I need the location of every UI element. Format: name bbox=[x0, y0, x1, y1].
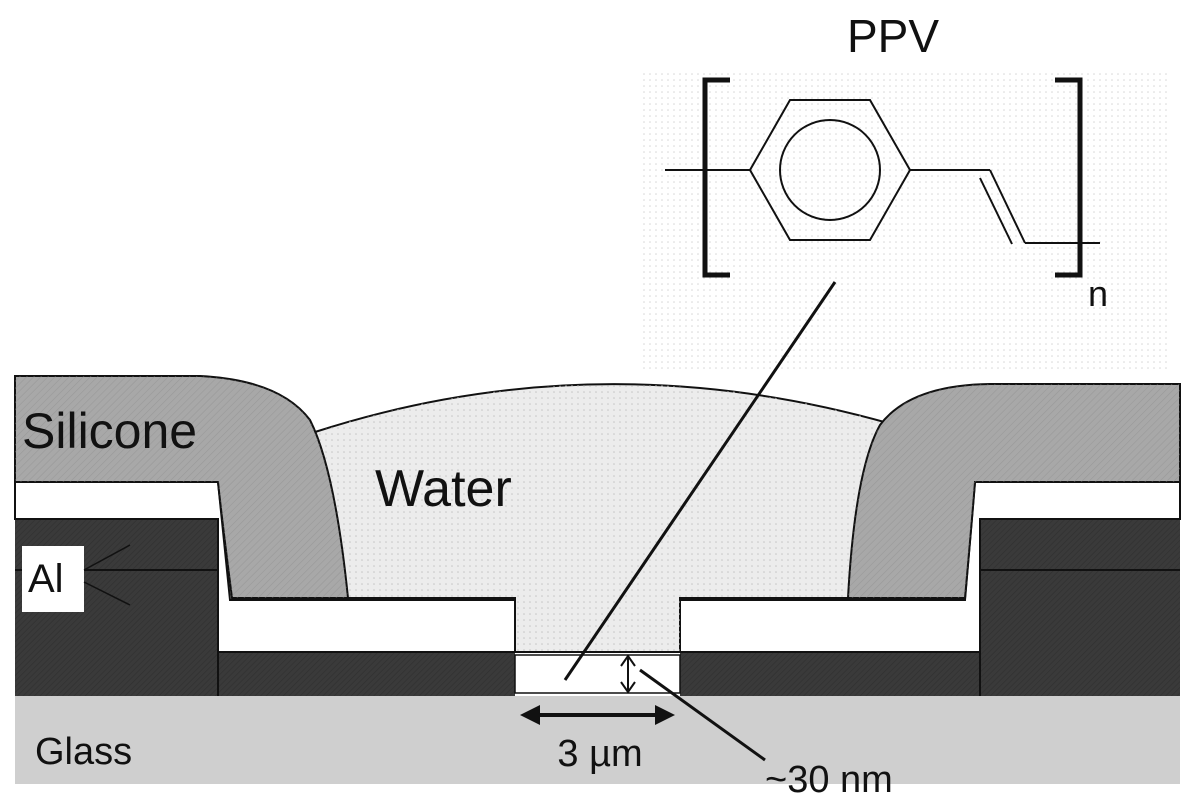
film-to-molecule-line bbox=[563, 281, 837, 681]
silicone-label: Silicone bbox=[22, 403, 197, 459]
thickness-arrow bbox=[620, 654, 636, 694]
right-bracket bbox=[1055, 77, 1083, 278]
silicone-layer bbox=[14, 375, 1181, 599]
al-label: Al bbox=[28, 557, 64, 601]
water-label: Water bbox=[375, 460, 512, 518]
repeat-subscript-n: n bbox=[1088, 273, 1108, 314]
channel-width-label: 3 µm bbox=[557, 733, 642, 775]
width-arrow bbox=[520, 705, 675, 725]
al-label-box bbox=[22, 546, 84, 612]
glass-layer bbox=[15, 696, 1180, 784]
ppv-label: PPV bbox=[847, 10, 939, 62]
thickness-leader-line bbox=[639, 668, 766, 762]
benzene-inner-circle bbox=[779, 119, 881, 221]
glass-label: Glass bbox=[35, 731, 132, 773]
ppv-inset-background bbox=[640, 70, 1170, 370]
film-thickness-label: ~30 nm bbox=[765, 759, 893, 798]
left-bracket bbox=[702, 77, 730, 278]
ppv-molecule-structure bbox=[665, 77, 1100, 278]
ppv-film bbox=[514, 654, 681, 694]
